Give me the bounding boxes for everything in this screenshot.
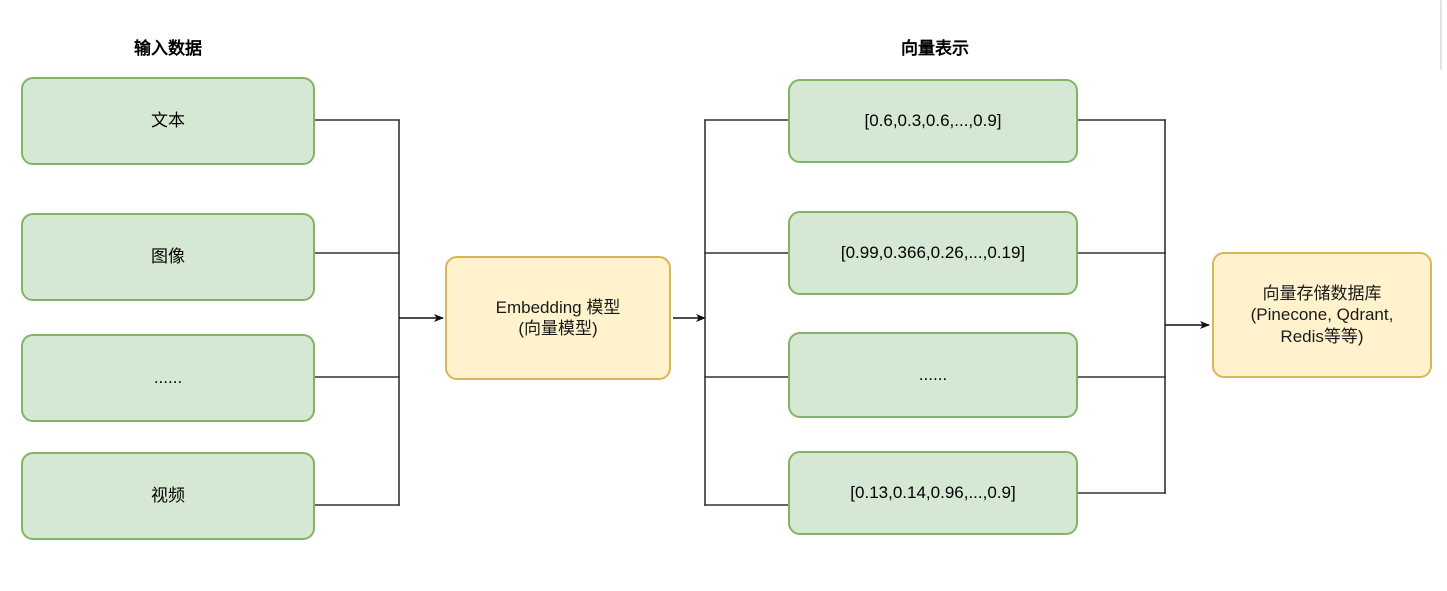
vector-merge-wires [1077, 119, 1166, 494]
input-node-image-label: 图像 [151, 247, 185, 267]
input-node-text[interactable]: 文本 [21, 77, 315, 165]
vector-node-1-label: [0.6,0.3,0.6,...,0.9] [864, 111, 1002, 131]
embedding-model-label: Embedding 模型 (向量模型) [495, 297, 621, 338]
vector-node-ellipsis-label: ...... [918, 365, 948, 385]
vertical-scrollbar[interactable] [1440, 0, 1447, 591]
input-node-image[interactable]: 图像 [21, 213, 315, 301]
vector-node-4-label: [0.13,0.14,0.96,...,0.9] [850, 483, 1016, 503]
input-node-text-label: 文本 [151, 111, 185, 131]
vector-node-4[interactable]: [0.13,0.14,0.96,...,0.9] [788, 451, 1078, 535]
section-title-input-data: 输入数据 [134, 39, 202, 58]
input-bus-wires [314, 119, 400, 506]
vector-node-1[interactable]: [0.6,0.3,0.6,...,0.9] [788, 79, 1078, 163]
input-node-video-label: 视频 [151, 486, 185, 506]
section-title-vector-representation: 向量表示 [901, 39, 969, 58]
vector-node-2[interactable]: [0.99,0.366,0.26,...,0.19] [788, 211, 1078, 295]
vertical-scrollbar-thumb[interactable] [1440, 0, 1442, 70]
vector-store-label: 向量存储数据库 (Pinecone, Qdrant, Redis等等) [1250, 284, 1394, 346]
vector-node-2-label: [0.99,0.366,0.26,...,0.19] [840, 243, 1026, 263]
vector-fanout-wires [704, 119, 789, 506]
input-node-ellipsis-label: ...... [153, 368, 183, 388]
input-node-video[interactable]: 视频 [21, 452, 315, 540]
input-node-ellipsis[interactable]: ...... [21, 334, 315, 422]
embedding-model-node[interactable]: Embedding 模型 (向量模型) [445, 256, 671, 380]
vector-node-ellipsis[interactable]: ...... [788, 332, 1078, 418]
vector-store-node[interactable]: 向量存储数据库 (Pinecone, Qdrant, Redis等等) [1212, 252, 1432, 378]
